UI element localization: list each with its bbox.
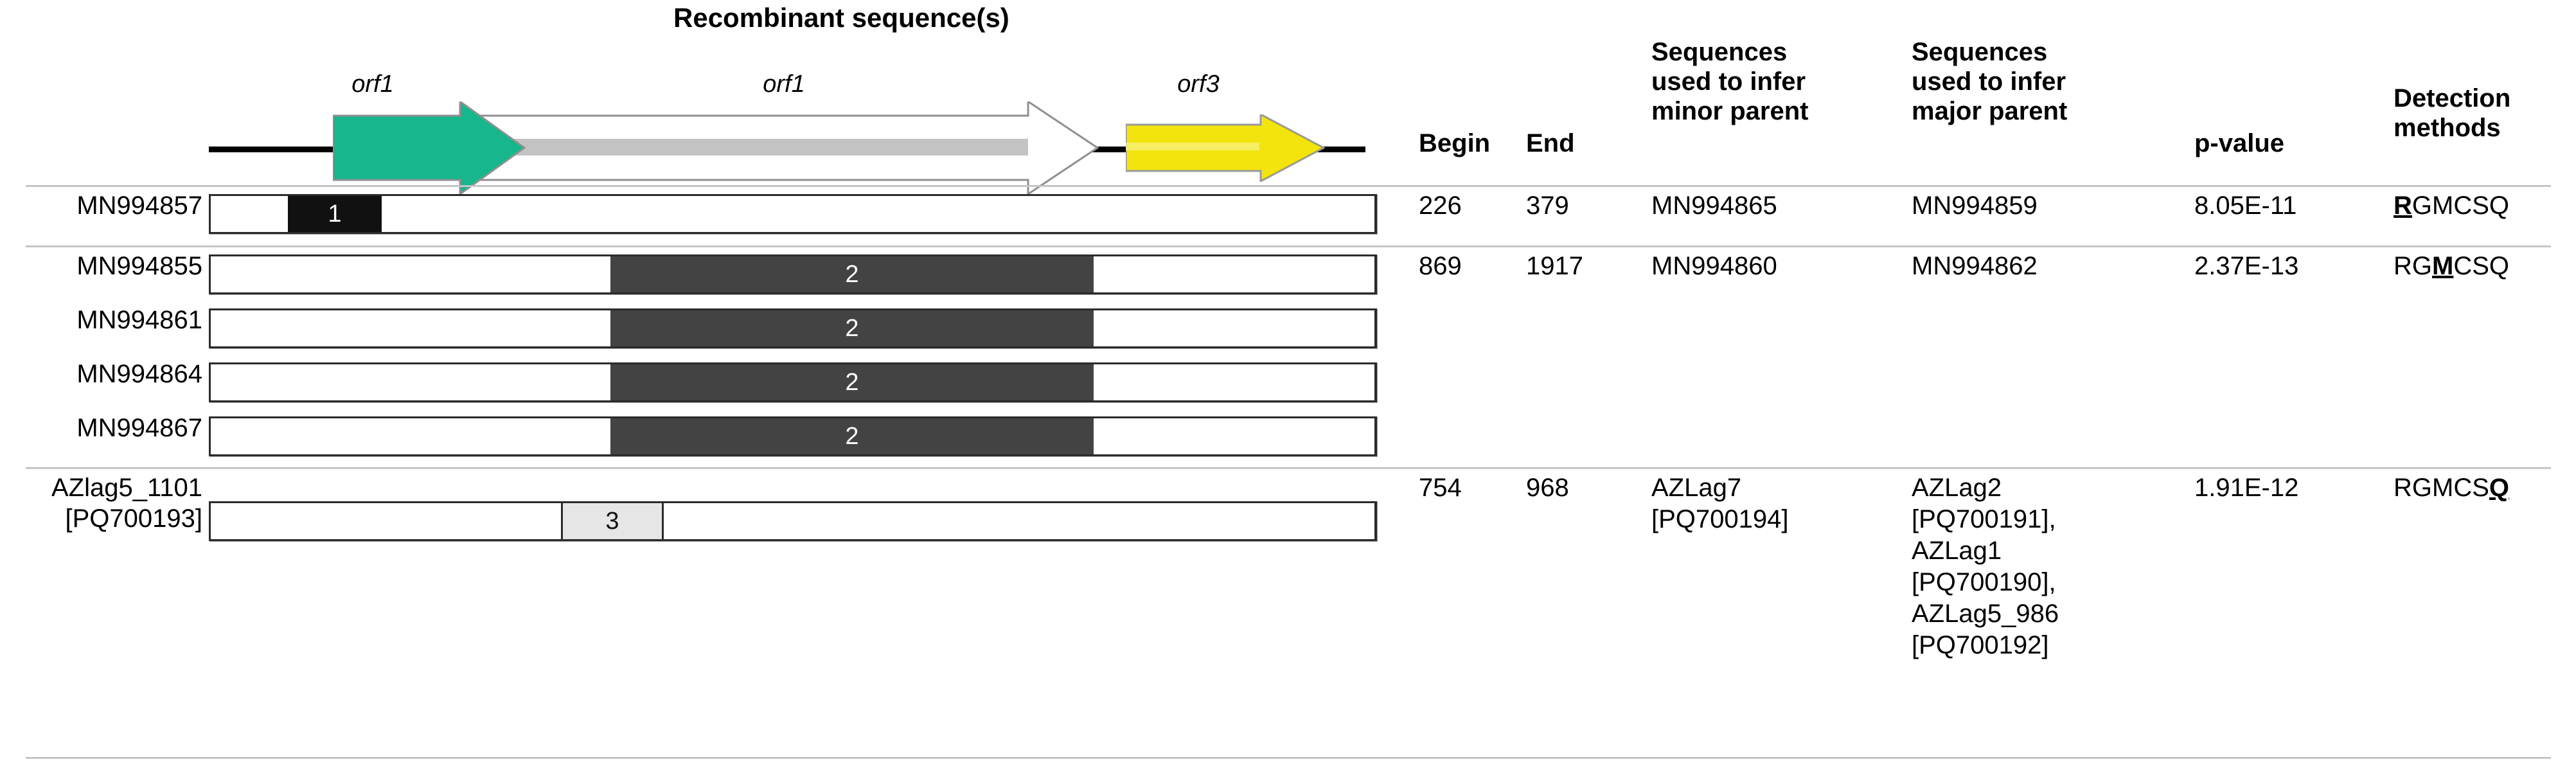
cell-p-value-row-6: 1.91E-12 [2194,474,2299,502]
cell-end-row-2: 1917 [1526,252,1583,280]
sequence-bar-row-4: 2 [209,362,1377,402]
column-header-detection-methods: Detection methods [2394,84,2511,142]
cell-detection-row-6: RGMCSQ [2394,474,2510,502]
sequence-bar-row-3: 2 [209,308,1377,348]
cell-p-value-row-1: 8.05E-11 [2194,192,2297,220]
cell-minor-parent-row-2: MN994860 [1651,252,1777,280]
recombination-block-row-2: 2 [610,256,1094,292]
sequence-label-row-2: MN994855 [76,252,202,280]
column-header-end: End [1526,129,1575,157]
sequence-label-row-6: AZlag5_1101 [PQ700193] [51,474,202,533]
cell-p-value-row-2: 2.37E-13 [2194,252,2299,280]
column-header-minor-parent: Sequences used to infer minor parent [1651,38,1809,125]
cell-detection-row-1: RGMCSQ [2394,192,2510,220]
sequence-bar-row-6: 3 [209,501,1377,541]
sequence-bar-row-2: 2 [209,254,1377,294]
cell-major-parent-row-6: AZLag2 [PQ700191], AZLag1 [PQ700190], AZ… [1912,474,2059,659]
cell-minor-parent-row-1: MN994865 [1651,192,1777,220]
recombination-block-row-4: 2 [610,364,1094,400]
rule-header-bottom [26,185,2551,187]
sequence-label-row-5: MN994867 [76,414,202,442]
rule-row5-bottom [26,467,2551,469]
cell-end-row-6: 968 [1526,474,1569,502]
cell-begin-row-6: 754 [1419,474,1462,502]
recombination-block-row-5: 2 [610,418,1094,454]
rule-table-bottom [26,757,2551,759]
orf-label-orf1-green: orf1 [351,71,394,98]
sequence-label-row-4: MN994864 [76,360,202,388]
cell-major-parent-row-1: MN994859 [1912,192,2038,220]
sequence-label-row-3: MN994861 [76,306,202,334]
rule-row1-bottom [26,245,2551,247]
cell-begin-row-2: 869 [1419,252,1462,280]
sequence-bar-row-1: 1 [209,194,1377,234]
column-header-p-value: p-value [2194,129,2285,157]
column-header-begin: Begin [1419,129,1491,157]
orf1-green-arrow-icon [333,102,526,195]
cell-detection-row-2: RGMCSQ [2394,252,2510,280]
orf-label-orf3-yellow: orf3 [1177,71,1220,98]
column-header-major-parent: Sequences used to infer major parent [1912,38,2068,125]
cell-major-parent-row-2: MN994862 [1912,252,2038,280]
orf3-yellow-arrow-icon [1126,114,1325,182]
sequence-label-row-1: MN994857 [76,192,202,220]
cell-end-row-1: 379 [1526,192,1569,220]
recombination-block-row-6: 3 [561,503,664,539]
recombination-block-row-3: 2 [610,310,1094,346]
sequence-bar-row-5: 2 [209,416,1377,456]
recombination-block-row-1: 1 [288,196,382,232]
cell-begin-row-1: 226 [1419,192,1462,220]
figure-title: Recombinant sequence(s) [673,3,1009,33]
orf-label-orf1-white: orf1 [763,71,805,98]
cell-minor-parent-row-6: AZLag7 [PQ700194] [1651,474,1789,533]
orf1-white-arrow-icon [424,102,1099,195]
